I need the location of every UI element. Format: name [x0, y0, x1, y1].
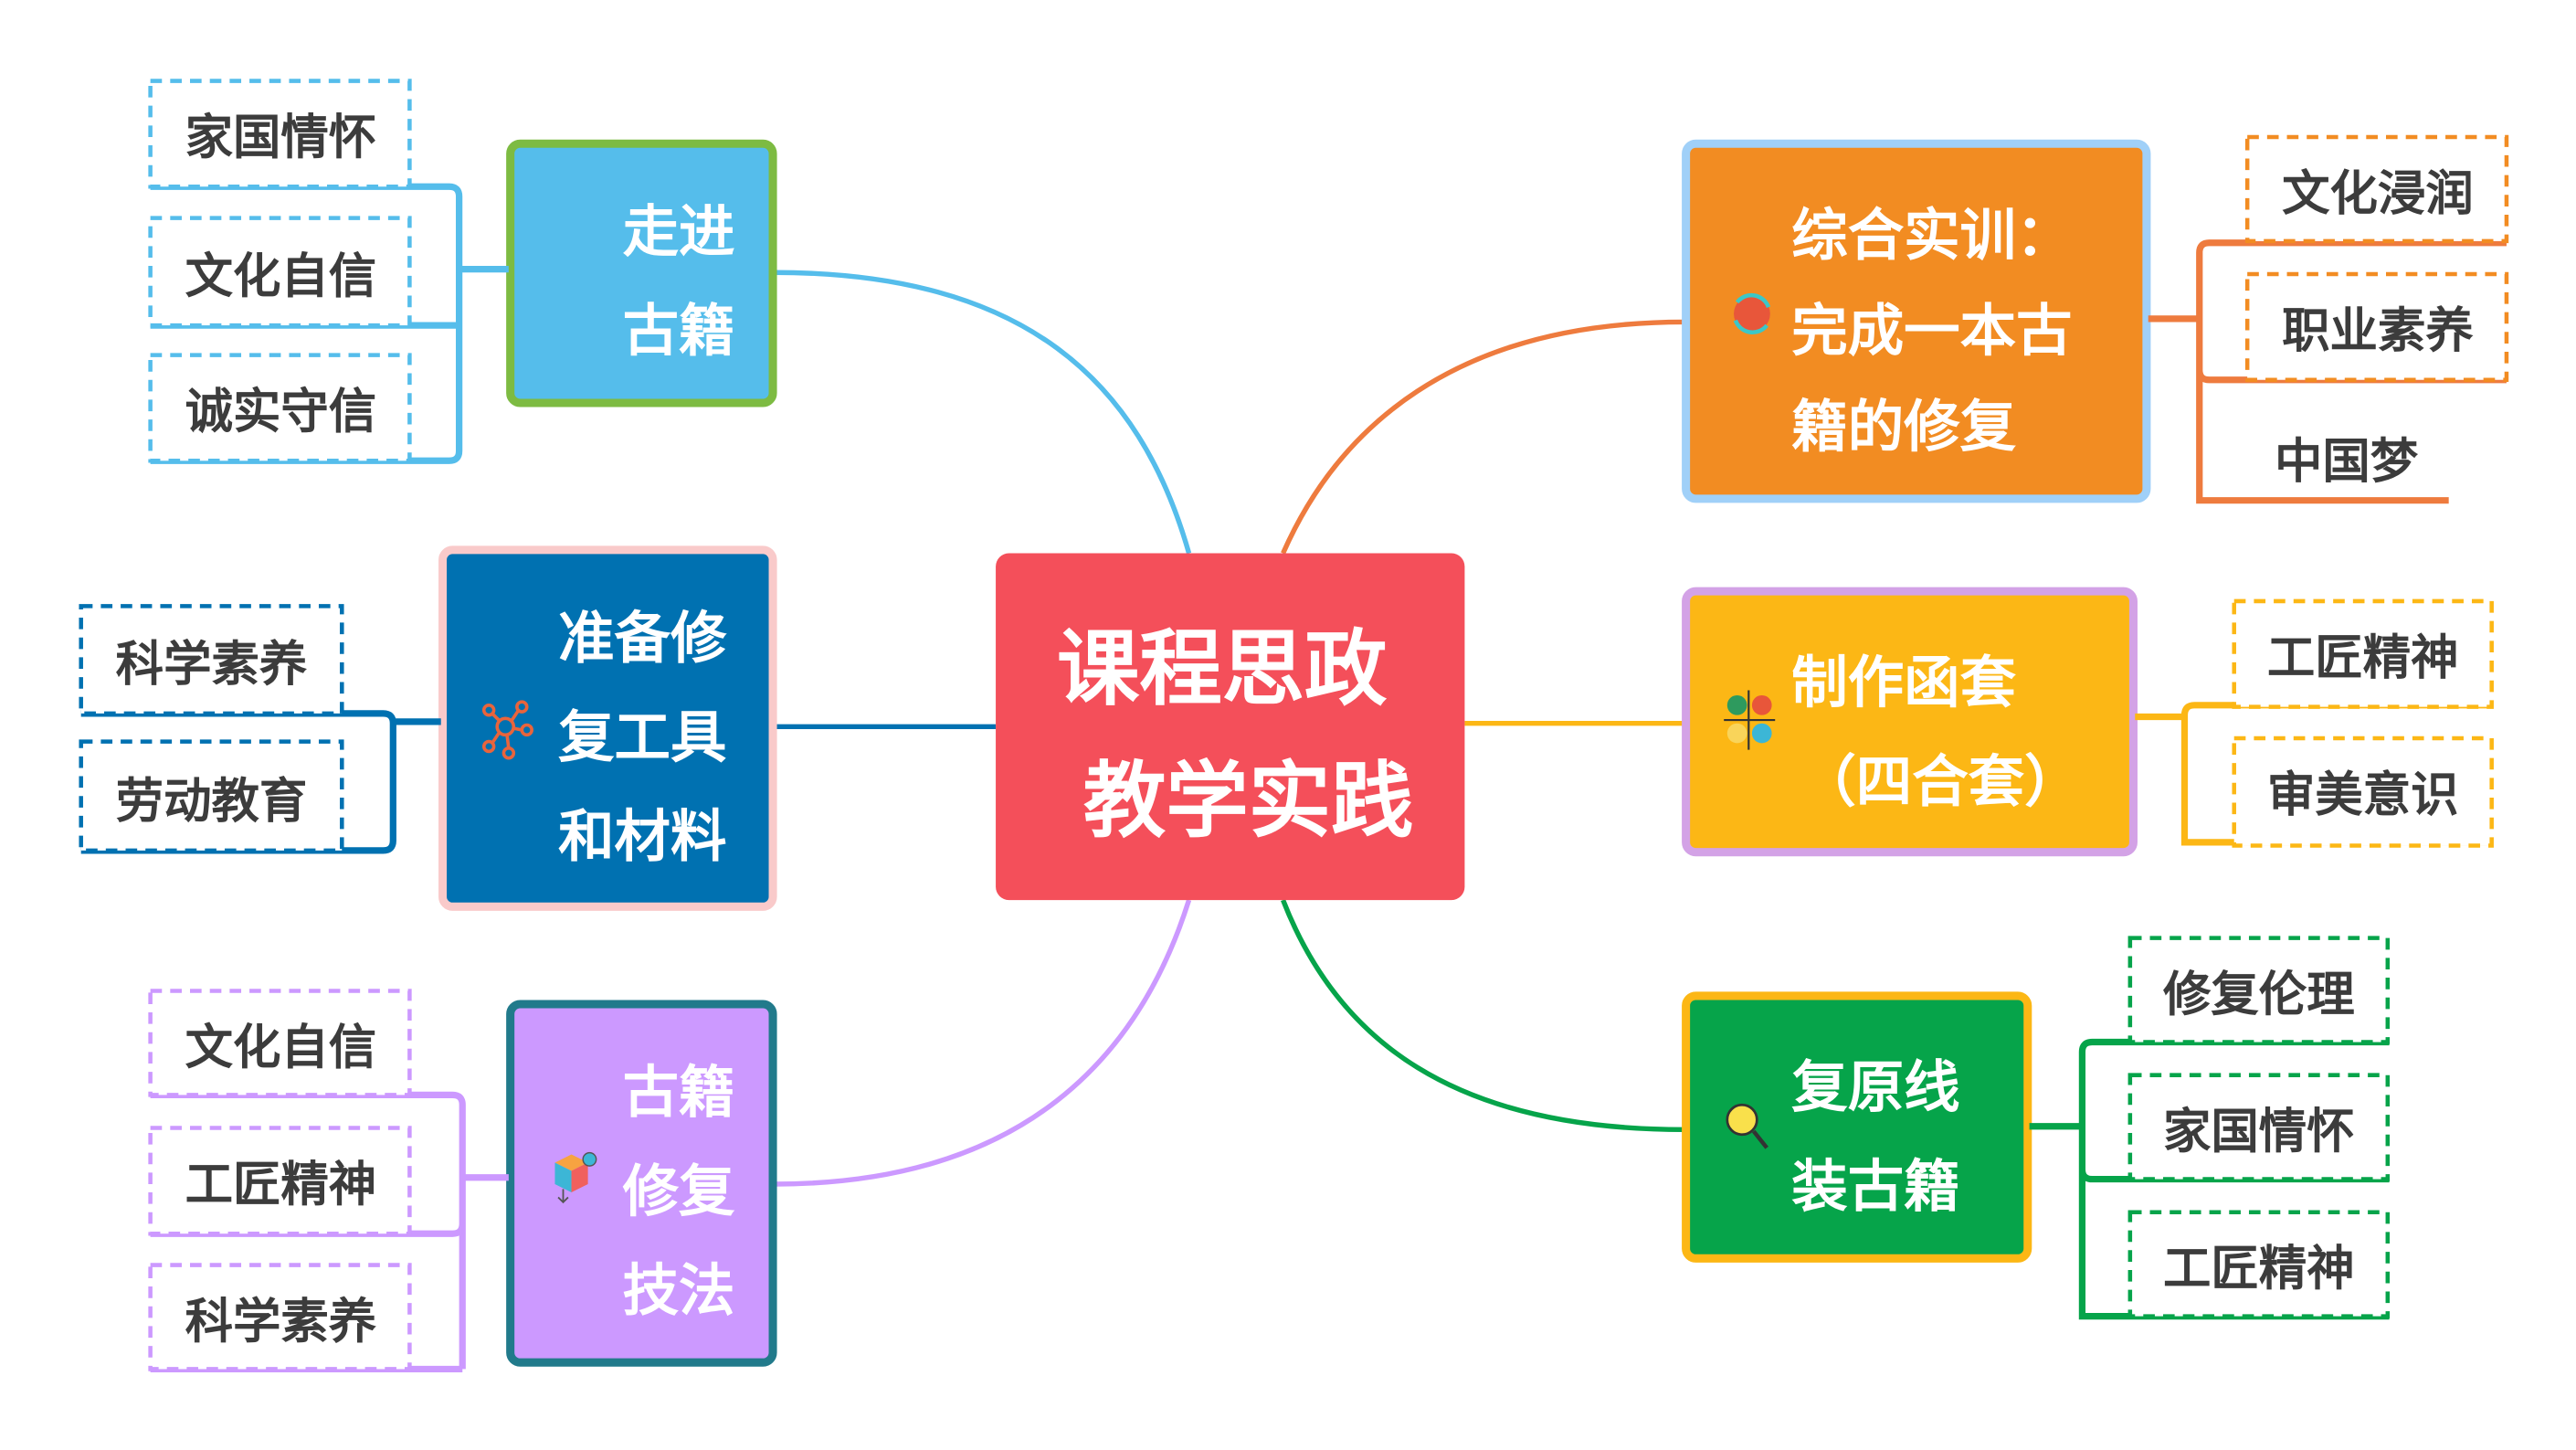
subtopic-3-2[interactable]: 工匠精神 — [148, 1126, 412, 1236]
bracket-branch-2 — [80, 710, 441, 854]
branch-5-line-1: 制作函套 — [1791, 651, 2016, 715]
refresh-icon — [1733, 292, 1771, 334]
branch-3-line-3: 技法 — [623, 1258, 735, 1323]
network-icon — [481, 700, 533, 760]
branch-topic-1[interactable]: 走进 古籍 — [506, 139, 777, 407]
subtopic-label: 中国梦 — [2275, 433, 2419, 489]
branch-4-line-3: 籍的修复 — [1791, 395, 2016, 460]
branch-topic-2[interactable]: 准备修 复工具 和材料 — [438, 545, 777, 911]
branch-4-line-2: 完成一本古 — [1791, 299, 2072, 364]
subtopic-3-3[interactable]: 科学素养 — [148, 1263, 412, 1371]
branch-topic-5[interactable]: 制作函套 （四合套） — [1682, 587, 2138, 857]
subtopic-label: 工匠精神 — [2267, 630, 2459, 685]
connector-branch-4 — [1281, 319, 1684, 555]
central-topic-line-1: 课程思政 — [1057, 621, 1388, 717]
branch-topic-6[interactable]: 复原线 装古籍 — [1682, 991, 2032, 1263]
subtopic-5-1[interactable]: 工匠精神 — [2232, 598, 2494, 709]
subtopic-label: 劳动教育 — [116, 774, 308, 830]
central-topic-line-2: 教学实践 — [1083, 753, 1413, 849]
subtopic-1-3[interactable]: 诚实守信 — [148, 353, 412, 463]
branch-5-line-2: （四合套） — [1800, 750, 2080, 815]
bracket-branch-5 — [2135, 702, 2494, 846]
cube-icon — [554, 1151, 597, 1204]
branch-6-line-1: 复原线 — [1791, 1055, 1959, 1120]
branch-1-line-2: 古籍 — [623, 299, 735, 364]
subtopic-2-1[interactable]: 科学素养 — [79, 604, 344, 716]
branch-2-line-2: 复工具 — [558, 705, 726, 770]
subtopic-label: 工匠精神 — [185, 1157, 377, 1212]
branch-topic-3[interactable]: 古籍 修复 技法 — [506, 1000, 777, 1367]
grid-status-icon — [1724, 690, 1776, 750]
branch-2-line-1: 准备修 — [558, 606, 727, 671]
subtopic-4-2[interactable]: 职业素养 — [2244, 271, 2509, 382]
subtopic-label: 文化自信 — [185, 1020, 377, 1075]
subtopic-6-1[interactable]: 修复伦理 — [2127, 936, 2391, 1044]
subtopic-5-2[interactable]: 审美意识 — [2232, 736, 2494, 848]
connector-branch-3 — [774, 899, 1192, 1187]
bracket-branch-4 — [2148, 239, 2507, 504]
subtopic-6-3[interactable]: 工匠精神 — [2127, 1210, 2391, 1318]
branch-topic-4[interactable]: 综合实训： 完成一本古 籍的修复 — [1682, 139, 2151, 503]
branch-3-line-1: 古籍 — [623, 1060, 735, 1125]
subtopic-3-1[interactable]: 文化自信 — [148, 989, 412, 1097]
subtopic-4-1[interactable]: 文化浸润 — [2244, 134, 2509, 244]
subtopic-2-2[interactable]: 劳动教育 — [79, 739, 344, 853]
connector-branch-1 — [774, 270, 1192, 555]
branch-3-line-2: 修复 — [623, 1159, 735, 1224]
branch-4-line-1: 综合实训： — [1791, 203, 2072, 268]
subtopic-4-3[interactable]: 中国梦 — [2275, 433, 2419, 489]
branch-2-line-3: 和材料 — [558, 804, 726, 869]
bracket-branch-6 — [2029, 1038, 2390, 1320]
subtopic-label: 工匠精神 — [2163, 1241, 2355, 1297]
subtopic-label: 文化自信 — [185, 249, 377, 304]
branch-1-line-1: 走进 — [623, 200, 735, 265]
subtopic-label: 家国情怀 — [2163, 1104, 2355, 1159]
bracket-branch-3 — [150, 1091, 509, 1373]
connector-branch-6 — [1281, 899, 1684, 1133]
subtopic-label: 职业素养 — [2282, 303, 2474, 359]
subtopic-label: 家国情怀 — [185, 110, 377, 165]
branch-6-line-2: 装古籍 — [1791, 1154, 1959, 1219]
subtopic-1-1[interactable]: 家国情怀 — [148, 79, 412, 189]
magnifier-icon — [1726, 1103, 1768, 1149]
subtopic-label: 科学素养 — [116, 637, 308, 693]
subtopic-6-2[interactable]: 家国情怀 — [2127, 1073, 2391, 1181]
subtopic-1-2[interactable]: 文化自信 — [148, 216, 412, 328]
subtopic-label: 文化浸润 — [2282, 166, 2474, 222]
subtopic-label: 审美意识 — [2267, 767, 2459, 822]
central-topic[interactable]: 课程思政 教学实践 — [996, 553, 1465, 901]
subtopic-label: 科学素养 — [185, 1294, 377, 1349]
subtopic-label: 修复伦理 — [2163, 967, 2355, 1022]
subtopic-label: 诚实守信 — [185, 384, 377, 439]
